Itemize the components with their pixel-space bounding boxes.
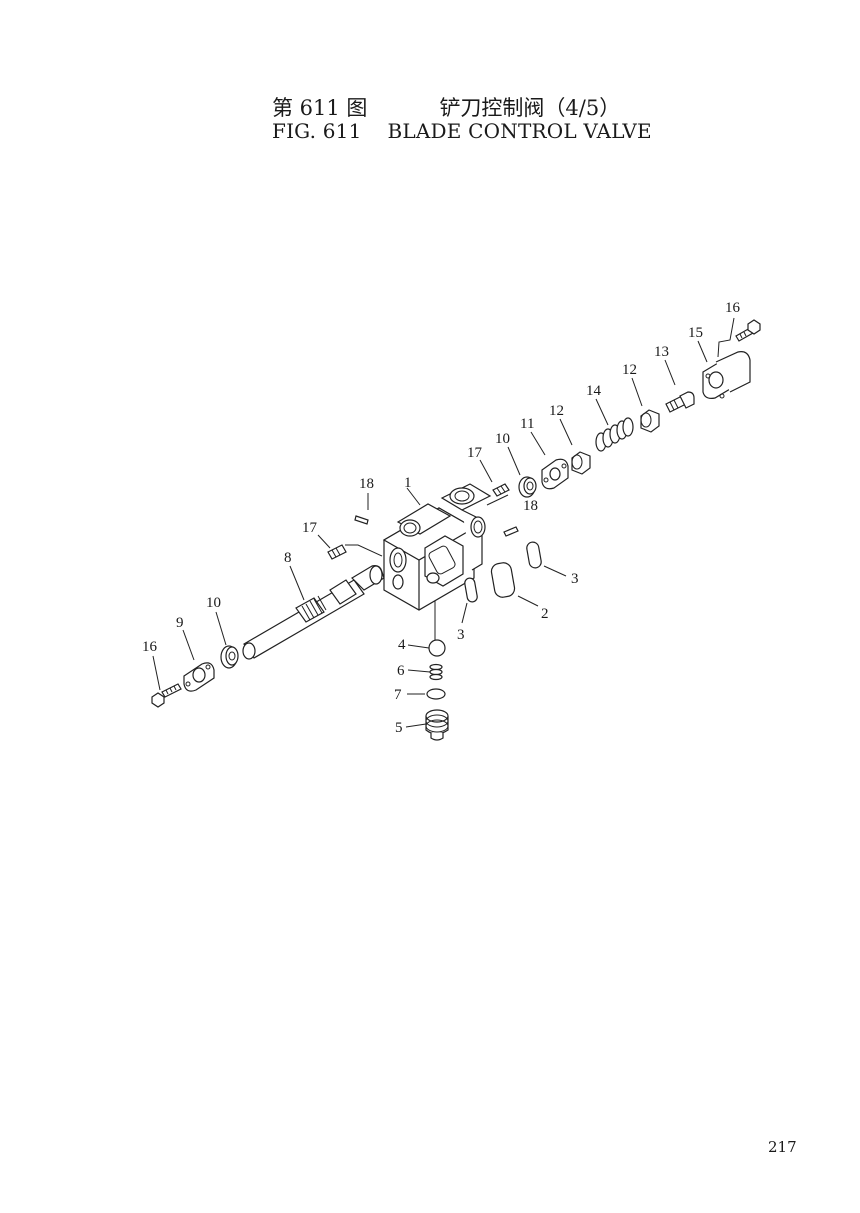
callout-2: 2 bbox=[541, 606, 549, 622]
figure-number-cn: 第 611 图 bbox=[272, 96, 368, 120]
figure-title-chinese: 第 611 图 铲刀控制阀（4/5） bbox=[272, 92, 620, 122]
callout-1: 1 bbox=[404, 475, 412, 491]
leader-lines bbox=[152, 317, 735, 728]
callout-16-right: 16 bbox=[725, 300, 741, 316]
callout-6: 6 bbox=[397, 663, 405, 679]
part-7-oring-small bbox=[426, 688, 446, 700]
callout-3-upper: 3 bbox=[571, 571, 579, 587]
callout-labels: 1 2 3 3 4 5 6 7 8 9 10 10 11 12 12 13 14… bbox=[142, 300, 741, 736]
callout-3-lower: 3 bbox=[457, 627, 465, 643]
part-17-plug-right bbox=[492, 483, 510, 497]
part-12-retainer-left bbox=[571, 451, 591, 475]
callout-13: 13 bbox=[654, 344, 669, 360]
part-8-spool bbox=[242, 565, 385, 660]
part-13-stopper bbox=[665, 391, 695, 413]
part-10-seal-left bbox=[220, 645, 239, 669]
part-14-spring bbox=[595, 417, 634, 452]
callout-15: 15 bbox=[688, 325, 703, 341]
part-5-plug bbox=[425, 709, 449, 741]
callout-18-right: 18 bbox=[523, 498, 538, 514]
callout-8: 8 bbox=[284, 550, 292, 566]
callout-12-left: 12 bbox=[549, 403, 564, 419]
callout-5: 5 bbox=[395, 720, 403, 736]
part-3-oring-upper bbox=[526, 541, 542, 569]
part-2-gasket bbox=[490, 562, 516, 598]
part-18-pin-right bbox=[503, 526, 519, 537]
figure-number-en: FIG. 611 bbox=[272, 119, 362, 143]
part-3-oring-lower bbox=[464, 577, 478, 603]
callout-12-right: 12 bbox=[622, 362, 637, 378]
figure-title-english: FIG. 611 BLADE CONTROL VALVE bbox=[272, 119, 652, 143]
callout-9: 9 bbox=[176, 615, 184, 631]
callout-7: 7 bbox=[394, 687, 402, 703]
figure-name-en: BLADE CONTROL VALVE bbox=[387, 119, 652, 143]
callout-17-right: 17 bbox=[467, 445, 483, 461]
callout-14: 14 bbox=[586, 383, 602, 399]
part-10-seal-right bbox=[518, 476, 537, 498]
callout-17-left: 17 bbox=[302, 520, 318, 536]
callout-10-right: 10 bbox=[495, 431, 510, 447]
part-11-plate bbox=[541, 458, 569, 490]
part-16-bolt-right bbox=[735, 319, 761, 342]
part-15-cap bbox=[702, 351, 751, 399]
page-number: 217 bbox=[768, 1138, 797, 1156]
part-1-valve-body bbox=[382, 483, 492, 611]
part-4-ball bbox=[428, 639, 446, 657]
callout-16-left: 16 bbox=[142, 639, 158, 655]
callout-18-left: 18 bbox=[359, 476, 374, 492]
callout-10-left: 10 bbox=[206, 595, 221, 611]
part-17-plug-left bbox=[327, 544, 347, 560]
callout-4: 4 bbox=[398, 637, 406, 653]
part-12-retainer-right bbox=[640, 409, 660, 433]
figure-name-cn: 铲刀控制阀（4/5） bbox=[439, 96, 621, 120]
part-16-bolt-left bbox=[151, 683, 182, 708]
part-9-cover-flange bbox=[183, 662, 215, 692]
callout-11: 11 bbox=[520, 416, 534, 432]
part-18-pin-left bbox=[354, 515, 369, 525]
part-6-spring-small bbox=[429, 663, 443, 681]
